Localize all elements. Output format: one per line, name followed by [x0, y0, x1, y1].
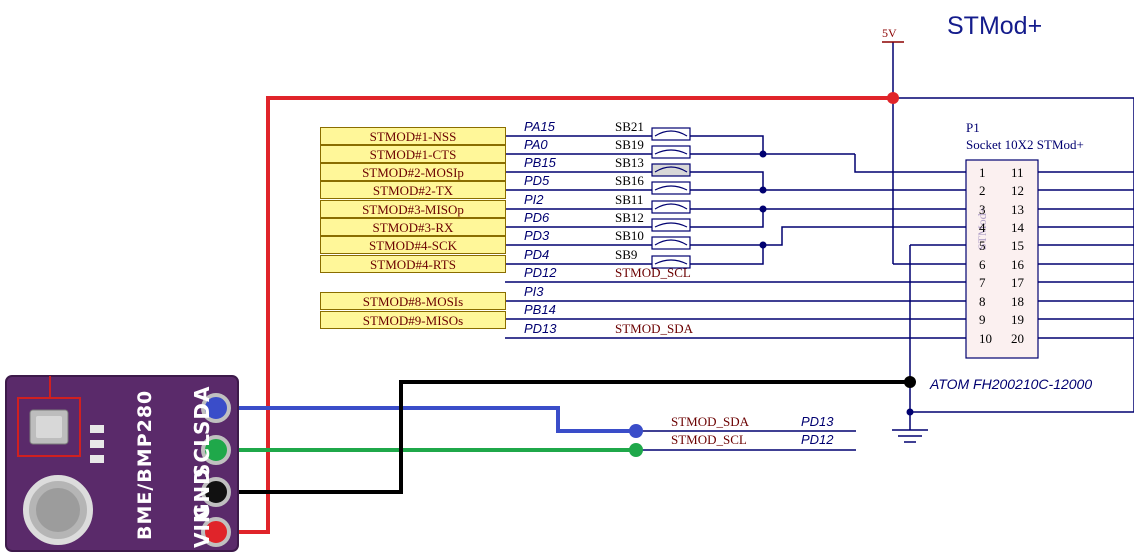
connector-description: Socket 10X2 STMod+	[966, 137, 1084, 152]
pin-15: 15	[1011, 238, 1024, 253]
ground-symbol	[892, 429, 928, 443]
signal-label: STMOD#1-CTS	[320, 145, 506, 163]
signal-label: STMOD#4-RTS	[320, 255, 506, 273]
connector-body	[965, 159, 1039, 359]
net-label: PI2	[524, 192, 544, 207]
wire-endpoints	[629, 92, 916, 457]
net-stmod-sda-bottom: STMOD_SDA	[671, 414, 750, 429]
signal-label: STMOD#3-RX	[320, 218, 506, 236]
solder-bridge-label: SB10	[615, 228, 644, 243]
pin-20: 20	[1011, 331, 1024, 346]
module-wires	[216, 96, 910, 534]
net-label: PB15	[524, 155, 556, 170]
solder-bridge-label: SB13	[615, 155, 644, 170]
solder-bridges	[651, 127, 691, 269]
pin-10: 10	[979, 331, 992, 346]
net-label: PD13	[524, 321, 557, 336]
pin-1: 1	[979, 165, 986, 180]
module-pin-sda: SDA	[190, 385, 214, 435]
pin-3: 3	[979, 202, 986, 217]
signal-label: STMOD#3-MISOp	[320, 200, 506, 218]
pin-13: 13	[1011, 202, 1024, 217]
module-name: BME/BMP280	[134, 389, 156, 540]
wire-sda	[216, 406, 636, 433]
connector-ref: P1	[966, 120, 980, 135]
net-label: PD5	[524, 173, 550, 188]
pin-14: 14	[1011, 220, 1024, 235]
solder-bridge-label: SB16	[615, 173, 644, 188]
pin-4: 4	[979, 220, 986, 235]
solder-bridge-label: SB12	[615, 210, 644, 225]
signal-label: STMOD#2-TX	[320, 181, 506, 199]
net-label: PD4	[524, 247, 550, 262]
pin-7: 7	[979, 275, 986, 290]
signal-label: STMOD#1-NSS	[320, 127, 506, 145]
net-label: PD3	[524, 228, 550, 243]
pin-5: 5	[979, 238, 986, 253]
pin-11: 11	[1011, 165, 1024, 180]
solder-bridge-label: SB19	[615, 137, 644, 152]
vcc-label: 5V	[882, 26, 897, 40]
signal-label: STMOD#9-MISOs	[320, 311, 506, 329]
net-label: PD12	[524, 265, 557, 280]
pin-2: 2	[979, 183, 986, 198]
schematic-wires	[505, 42, 1134, 451]
solder-bridge-label: SB21	[615, 119, 644, 134]
net-label: PI3	[524, 284, 544, 299]
net-stmod-scl-top: STMOD_SCL	[615, 265, 691, 280]
pin-9: 9	[979, 312, 986, 327]
pin-12: 12	[1011, 183, 1024, 198]
junction-dots	[759, 150, 914, 416]
solder-bridge-label: SB11	[615, 192, 644, 207]
pin-8: 8	[979, 294, 986, 309]
module-pin-vin: VIN	[190, 505, 214, 548]
signal-label: STMOD#4-SCK	[320, 236, 506, 254]
net-stmod-sda-top: STMOD_SDA	[615, 321, 694, 336]
signal-label: STMOD#2-MOSIp	[320, 163, 506, 181]
net-stmod-scl-bottom: STMOD_SCL	[671, 432, 747, 447]
pin-19: 19	[1011, 312, 1024, 327]
signal-label: STMOD#8-MOSIs	[320, 292, 506, 310]
pin-18: 18	[1011, 294, 1024, 309]
connector-part-number: ATOM FH200210C-12000	[930, 376, 1093, 392]
net-pd12-bottom: PD12	[801, 432, 834, 447]
pin-17: 17	[1011, 275, 1024, 290]
net-label: PA15	[524, 119, 555, 134]
wire-gnd	[216, 380, 910, 494]
net-label: PA0	[524, 137, 548, 152]
solder-bridge-label: SB9	[615, 247, 638, 262]
net-pd13-bottom: PD13	[801, 414, 834, 429]
sensor-module	[5, 375, 239, 552]
net-label: PD6	[524, 210, 550, 225]
wire-5v	[216, 96, 893, 534]
pin-6: 6	[979, 257, 986, 272]
pin-16: 16	[1011, 257, 1024, 272]
diagram-title: STMod+	[947, 12, 1043, 40]
net-label: PB14	[524, 302, 556, 317]
